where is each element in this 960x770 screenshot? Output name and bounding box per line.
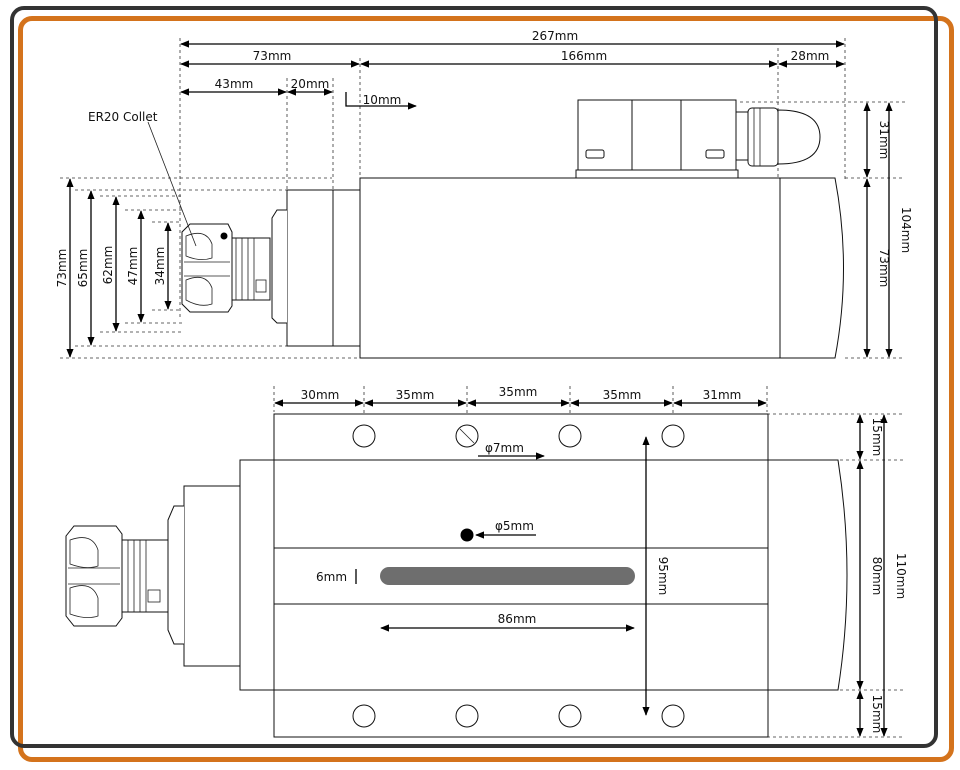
mount-hole <box>661 424 685 448</box>
dim-height-34: 34mm <box>153 247 167 286</box>
dim-body-length: 166mm <box>561 49 607 63</box>
dim-pin-diameter: φ5mm <box>495 519 534 533</box>
dim-height-65: 65mm <box>76 249 90 288</box>
mount-nose <box>167 505 184 645</box>
dim-hole-pitch-3: 35mm <box>603 388 642 402</box>
mount-flange <box>239 459 275 691</box>
dim-bottom-rail: 15mm <box>870 695 884 734</box>
gray-frame <box>10 6 938 748</box>
dim-end-cap: 28mm <box>791 49 830 63</box>
collet-nut <box>181 223 233 313</box>
dim-edge-hole: 30mm <box>301 388 340 402</box>
cooling-slot <box>380 567 635 585</box>
dim-slot-length: 86mm <box>498 612 537 626</box>
mount-hole <box>558 424 582 448</box>
terminal-box <box>577 99 737 171</box>
cable-gland <box>747 107 779 167</box>
dim-plate-width: 110mm <box>894 553 908 599</box>
dim-height-47: 47mm <box>126 247 140 286</box>
terminal-base <box>575 169 739 179</box>
motor-end-cap <box>779 177 844 359</box>
pin-hole <box>460 528 474 542</box>
cable-gland-cap <box>777 109 821 165</box>
front-flange <box>286 189 334 347</box>
motor-body <box>359 177 781 359</box>
mount-hole <box>455 704 479 728</box>
side-view: ER20 Collet 267mm 73mm 166mm 28mm 43mm 2… <box>55 29 913 359</box>
dim-total-height: 104mm <box>899 207 913 253</box>
dim-collet-length: 43mm <box>215 77 254 91</box>
dim-flange-length: 20mm <box>291 77 330 91</box>
mount-collet-nut <box>65 525 123 627</box>
dim-body-width: 80mm <box>870 557 884 596</box>
mount-front <box>183 485 241 667</box>
collet-leader <box>147 121 197 247</box>
orange-frame <box>18 16 954 762</box>
dim-hole-pitch-1: 35mm <box>396 388 435 402</box>
mount-hole <box>352 424 376 448</box>
dim-hole-span: 95mm <box>656 557 670 596</box>
collet-dot <box>220 232 228 240</box>
dim-hole-diameter: φ7mm <box>485 441 524 455</box>
dim-slot-width: 6mm <box>316 570 347 584</box>
dim-front-length: 73mm <box>253 49 292 63</box>
nose-ring <box>271 209 287 324</box>
mount-hole <box>661 704 685 728</box>
mount-collet-thread <box>121 539 169 613</box>
mount-end-cap <box>767 459 848 691</box>
dim-edge-hole-right: 31mm <box>703 388 742 402</box>
collet-thread <box>229 237 271 301</box>
mount-hole <box>352 704 376 728</box>
dim-total-length: 267mm <box>532 29 578 43</box>
dim-plate-thickness: 10mm <box>363 93 402 107</box>
dim-height-62: 62mm <box>101 246 115 285</box>
dim-hole-pitch-2: 35mm <box>499 385 538 399</box>
mount-view: 30mm 35mm 35mm 35mm 31mm φ7mm φ5mm 6mm 8… <box>65 385 908 738</box>
flange-plate <box>332 189 361 347</box>
cable-gland-nut <box>735 111 749 161</box>
dim-height-73: 73mm <box>55 249 69 288</box>
dim-top-rail: 15mm <box>870 418 884 457</box>
collet-label: ER20 Collet <box>88 110 158 124</box>
mount-hole <box>558 704 582 728</box>
